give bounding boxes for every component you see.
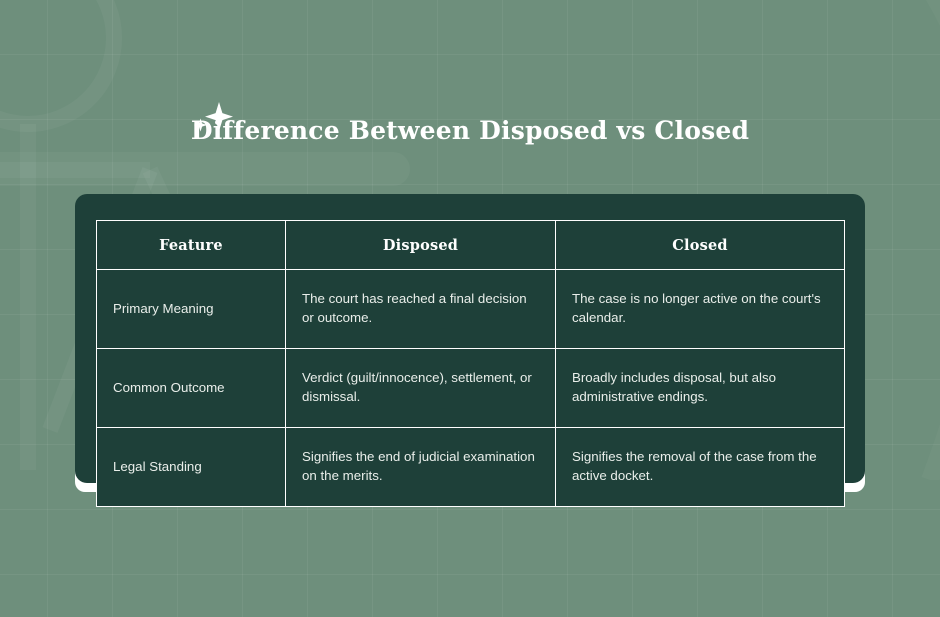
table-row: Primary Meaning The court has reached a … [96,269,845,349]
column-header-closed: Closed [555,220,845,270]
column-header-disposed: Disposed [285,220,556,270]
sparkle-decoration [193,100,235,140]
cell-closed: Broadly includes disposal, but also admi… [555,348,845,428]
cell-feature: Legal Standing [96,427,286,507]
cell-closed: The case is no longer active on the cour… [555,269,845,349]
table-row: Legal Standing Signifies the end of judi… [96,427,845,507]
sparkle-large-icon [205,102,233,132]
table-row: Common Outcome Verdict (guilt/innocence)… [96,348,845,428]
comparison-table: Feature Disposed Closed Primary Meaning … [96,220,845,507]
cell-closed: Signifies the removal of the case from t… [555,427,845,507]
page-title: Difference Between Disposed vs Closed [0,118,940,144]
cell-feature: Primary Meaning [96,269,286,349]
cell-disposed: The court has reached a final decision o… [285,269,556,349]
cell-feature: Common Outcome [96,348,286,428]
cell-disposed: Verdict (guilt/innocence), settlement, o… [285,348,556,428]
table-header-row: Feature Disposed Closed [96,220,845,270]
cell-disposed: Signifies the end of judicial examinatio… [285,427,556,507]
page-title-text: Difference Between Disposed vs Closed [190,116,750,145]
column-header-feature: Feature [96,220,286,270]
sparkle-small-icon [194,118,207,132]
